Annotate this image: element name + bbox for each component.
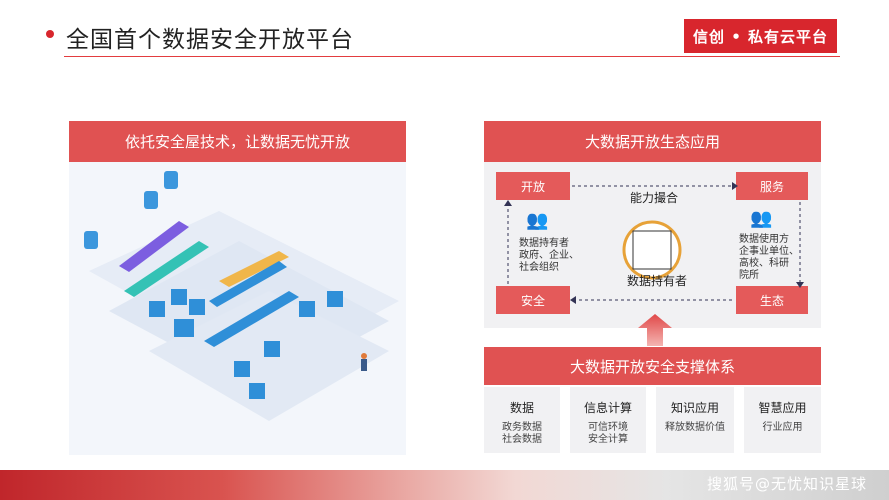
support-heading: 大数据开放安全支撑体系	[484, 347, 821, 385]
ecosystem-arrows	[504, 182, 804, 304]
brand-badge: 信创 • 私有云平台	[684, 19, 837, 53]
footer-band	[0, 470, 889, 500]
cell-title: 知识应用	[670, 401, 719, 415]
left-panel	[69, 121, 406, 455]
cell-line1: 可信环境	[588, 422, 628, 433]
cell-title: 智慧应用	[758, 401, 807, 415]
cell-title: 数据	[509, 401, 534, 415]
support-cell-data: 数据 政务数据 社会数据	[484, 387, 560, 453]
ecosystem-heading: 大数据开放生态应用	[484, 121, 821, 162]
center-label: 数据持有者	[627, 274, 688, 288]
left-panel-heading: 依托安全屋技术，让数据无忧开放	[69, 121, 406, 162]
holder-people-icon: 👥	[526, 210, 549, 231]
up-arrow-icon	[638, 314, 672, 346]
cell-line1: 释放数据价值	[665, 422, 725, 433]
user-desc-2: 高校、科研	[739, 258, 789, 269]
holder-title: 数据持有者	[519, 238, 569, 249]
cell-line2: 安全计算	[588, 434, 628, 445]
header-divider	[64, 56, 840, 57]
user-people-icon: 👥	[750, 208, 773, 229]
cell-title: 信息计算	[583, 401, 632, 415]
support-cell-compute: 信息计算 可信环境 安全计算	[570, 387, 646, 453]
support-cell-knowledge: 知识应用 释放数据价值	[656, 387, 734, 453]
title-bullet	[46, 30, 54, 38]
secure-box: 安全	[496, 286, 570, 314]
cell-line2: 社会数据	[502, 434, 542, 445]
user-desc-1: 企事业单位、	[739, 246, 799, 257]
page-title: 全国首个数据安全开放平台	[66, 27, 354, 53]
cell-line1: 行业应用	[762, 422, 803, 433]
user-desc-3: 院所	[739, 270, 759, 281]
holder-desc-2: 社会组织	[519, 262, 559, 273]
user-title: 数据使用方	[739, 234, 789, 245]
open-box: 开放	[496, 172, 570, 200]
capability-label: 能力撮合	[630, 191, 679, 205]
service-box: 服务	[736, 172, 808, 200]
support-cell-smart: 智慧应用 行业应用	[744, 387, 821, 453]
security-house-illustration	[84, 171, 399, 421]
cell-line1: 政务数据	[502, 422, 542, 433]
holder-desc-1: 政府、企业、	[519, 250, 579, 261]
eco-box: 生态	[736, 286, 808, 314]
watermark: 搜狐号@无忧知识星球	[706, 475, 867, 493]
